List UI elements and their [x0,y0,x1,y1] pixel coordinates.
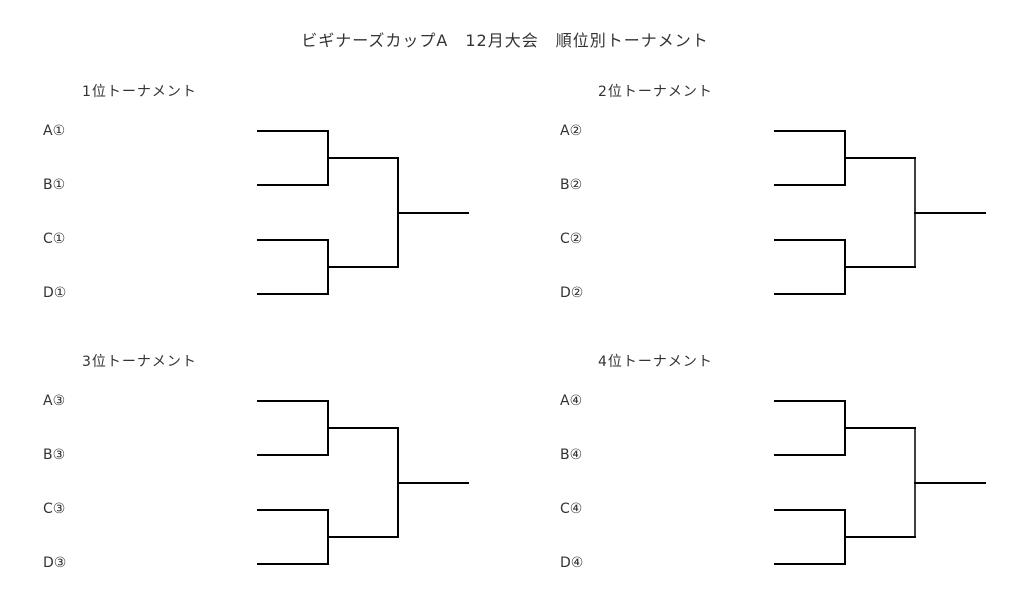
team-slot: A① [43,123,66,139]
team-slot: A② [560,123,583,139]
team-slot: C③ [43,501,66,517]
page-title: ビギナーズカップA 12月大会 順位別トーナメント [301,31,709,50]
team-slot: C② [560,231,583,247]
bracket-title: 2位トーナメント [598,84,713,100]
bracket-title: 3位トーナメント [82,354,197,370]
bracket-1-lines [257,130,469,295]
team-slot: D② [560,285,584,301]
team-slot: B① [43,177,66,193]
team-slot: D① [43,285,67,301]
bracket-3-lines [257,400,469,565]
team-slot: A③ [43,393,66,409]
team-slot: B② [560,177,583,193]
bracket-2-lines [774,130,986,295]
team-slot: C④ [560,501,583,517]
team-slot: D④ [560,555,584,571]
bracket-title: 4位トーナメント [598,354,713,370]
bracket-title: 1位トーナメント [82,84,197,100]
team-slot: B③ [43,447,66,463]
team-slot: B④ [560,447,583,463]
team-slot: A④ [560,393,583,409]
team-slot: D③ [43,555,67,571]
team-slot: C① [43,231,66,247]
bracket-4-lines [774,400,986,565]
